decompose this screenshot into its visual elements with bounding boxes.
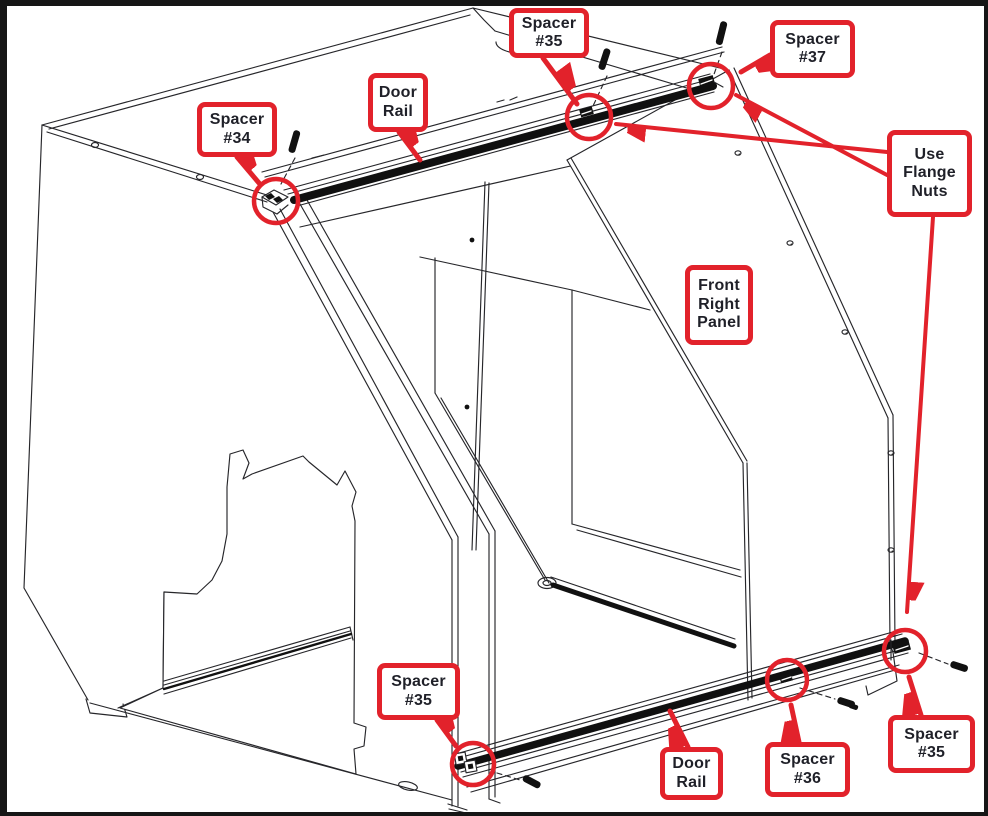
callout-spacer-36-text: Spacer #36: [780, 751, 835, 787]
spacer-36-part: [779, 672, 793, 684]
callout-spacer-37-text: Spacer #37: [785, 30, 840, 66]
callout-spacer-37: Spacer #37: [770, 20, 855, 78]
callout-door-rail-bottom: Door Rail: [660, 747, 723, 800]
callout-spacer-34-text: Spacer #34: [209, 111, 265, 147]
arrow-door-rail-top: [396, 132, 420, 163]
callout-spacer-35-bottom-right: Spacer #35: [888, 715, 975, 773]
callout-front-right-panel-text: Front Right Panel: [697, 277, 741, 332]
arrow-spacer-37: [738, 52, 770, 72]
callout-use-flange-nuts-text: Use Flange Nuts: [903, 145, 956, 200]
callout-door-rail-bottom-text: Door Rail: [672, 755, 711, 791]
spacer-37-part: [698, 75, 724, 88]
arrow-flange-nuts-to-spacer-35: [614, 122, 889, 154]
arrow-spacer-35-bottom-right: [909, 674, 924, 715]
arrow-spacer-35-top: [540, 55, 577, 107]
circle-spacer-37: [686, 61, 736, 111]
circle-spacer-35-bottom-left: [449, 740, 497, 788]
top-door-rail: [261, 46, 725, 207]
callout-spacer-34: Spacer #34: [197, 102, 277, 157]
front-right-panel-face: [567, 70, 893, 700]
callout-spacer-35-top-text: Spacer #35: [521, 14, 577, 50]
spacer-35-bottom-left-part: [453, 751, 478, 774]
callout-spacer-35-bottom-right-text: Spacer #35: [904, 725, 959, 761]
inner-divider-panel: [119, 449, 367, 775]
callout-spacer-35-top: Spacer #35: [509, 8, 589, 58]
callout-spacer-35-bottom-left-text: Spacer #35: [391, 673, 446, 709]
spacer-34-part: [261, 189, 289, 215]
arrow-flange-nuts-to-spacer-37: [734, 93, 889, 177]
left-panel-face: [24, 125, 270, 708]
callout-spacer-35-bottom-left: Spacer #35: [377, 663, 460, 720]
circle-spacer-35-top: [564, 92, 614, 142]
arrow-spacer-36: [791, 702, 802, 742]
callout-door-rail-top-text: Door Rail: [378, 84, 418, 120]
arrow-spacer-35-bottom-left: [434, 720, 456, 749]
callout-door-rail-top: Door Rail: [368, 73, 428, 132]
callout-front-right-panel: Front Right Panel: [685, 265, 753, 345]
circle-spacer-35-bottom-right: [881, 627, 929, 675]
annotations: [234, 52, 935, 788]
callout-use-flange-nuts: Use Flange Nuts: [887, 130, 972, 217]
arrow-spacer-34: [234, 157, 259, 186]
circle-spacer-36: [764, 657, 810, 703]
circle-spacer-34: [251, 176, 301, 226]
spacer-35-top-part: [579, 106, 594, 118]
arrow-flange-nuts-to-bottom-right: [905, 215, 935, 614]
arrow-door-rail-bottom: [670, 708, 691, 747]
callout-spacer-36: Spacer #36: [765, 742, 850, 797]
spacer-35-bottom-right-part: [890, 639, 911, 661]
cabinet-line-art: [23, 7, 969, 814]
